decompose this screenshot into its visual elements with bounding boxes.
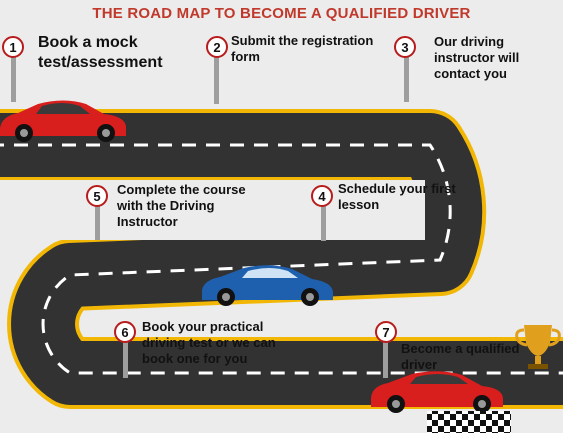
step-3-label: Our driving instructor will contact you (434, 34, 520, 81)
step-3-pin: 3 (394, 36, 416, 58)
page-title: THE ROAD MAP TO BECOME A QUALIFIED DRIVE… (92, 5, 471, 22)
step-7-number: 7 (382, 325, 389, 340)
step-pins: 1 2 3 4 5 6 7 (2, 36, 416, 343)
sign-posts (11, 56, 409, 378)
step-4-label: Schedule your first lesson (338, 181, 456, 212)
step-5-pin: 5 (86, 185, 108, 207)
step-6-label: Book your practical driving test or we c… (142, 319, 276, 366)
step-1-label: Book a mock test/assessment (38, 34, 163, 71)
step-6-number: 6 (121, 325, 128, 340)
step-4-pin: 4 (311, 185, 333, 207)
step-2-number: 2 (213, 40, 220, 55)
blue-car-icon (202, 265, 333, 306)
step-5-label: Complete the course with the Driving Ins… (117, 182, 246, 229)
step-3-number: 3 (401, 40, 408, 55)
step-1-number: 1 (9, 40, 16, 55)
red-car-icon (0, 100, 126, 142)
step-6-pin: 6 (114, 321, 136, 343)
road-center-line (0, 143, 563, 375)
step-4-number: 4 (318, 189, 326, 204)
step-7-pin: 7 (375, 321, 397, 343)
trophy-icon (515, 325, 561, 369)
step-5-number: 5 (93, 189, 100, 204)
step-1-pin: 1 (2, 36, 24, 58)
step-2-pin: 2 (206, 36, 228, 58)
red-car-icon-finish (371, 371, 503, 413)
step-7-label: Become a qualified driver (401, 341, 520, 372)
checkered-flag-icon (427, 411, 511, 433)
step-2-label: Submit the registration form (231, 33, 374, 64)
